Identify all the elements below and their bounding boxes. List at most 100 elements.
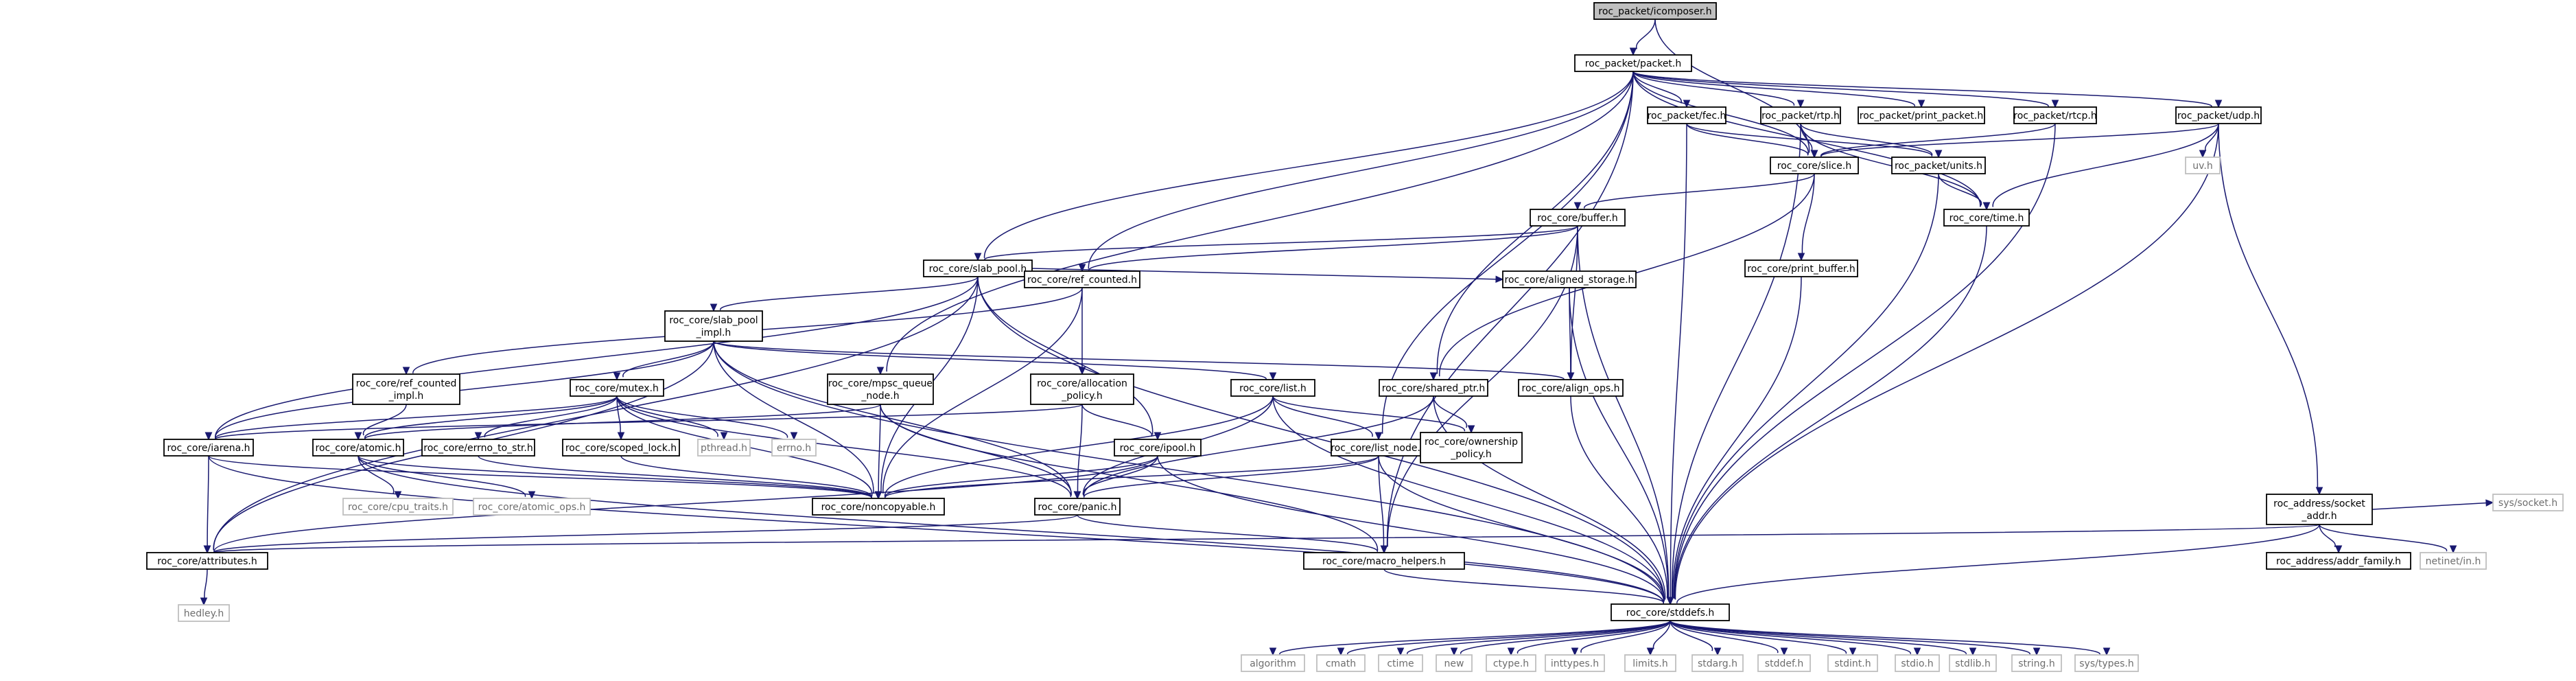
node-list-node[interactable]: roc_core/list_node.h bbox=[1331, 439, 1427, 457]
node-slab-pool-impl[interactable]: roc_core/slab_pool_impl.h bbox=[664, 310, 763, 342]
node-aligned-storage[interactable]: roc_core/aligned_storage.h bbox=[1502, 270, 1637, 288]
node-box bbox=[570, 379, 664, 397]
node-align-ops[interactable]: roc_core/align_ops.h bbox=[1518, 379, 1624, 397]
node-errno-to-str[interactable]: roc_core/errno_to_str.h bbox=[421, 439, 535, 457]
edge-socket_addr-to-addr_family bbox=[2319, 524, 2336, 548]
node-socket-addr[interactable]: roc_address/socket_addr.h bbox=[2266, 494, 2373, 525]
node-packet[interactable]: roc_packet/packet.h bbox=[1574, 54, 1692, 72]
node-time[interactable]: roc_core/time.h bbox=[1943, 209, 2030, 227]
arrowhead-mutex-to-errno bbox=[790, 432, 798, 441]
arrowhead-atomic-to-cpu_traits bbox=[394, 491, 402, 500]
node-atomic-ops: roc_core/atomic_ops.h bbox=[473, 498, 591, 516]
edge-slab_pool_impl-to-panic bbox=[713, 340, 1072, 496]
arrowhead-mutex-to-pthread bbox=[720, 432, 728, 441]
node-stdarg: stdarg.h bbox=[1691, 654, 1744, 672]
node-mutex[interactable]: roc_core/mutex.h bbox=[570, 379, 664, 397]
node-box bbox=[1114, 439, 1202, 457]
node-cmath: cmath bbox=[1316, 654, 1366, 672]
arrowhead-stddefs-to-stdarg bbox=[1713, 647, 1722, 656]
node-slice[interactable]: roc_core/slice.h bbox=[1770, 157, 1859, 174]
node-atomic[interactable]: roc_core/atomic.h bbox=[312, 439, 404, 457]
node-label: roc_core/print_buffer.h bbox=[1747, 264, 1855, 275]
edge-slab_pool_impl-to-mutex bbox=[622, 340, 714, 378]
edge-align_ops-to-stddefs bbox=[1570, 395, 1668, 599]
arrowhead-list_node-to-noncopyable bbox=[874, 491, 882, 500]
edge-stddefs-to-stddef bbox=[1670, 620, 1779, 654]
node-sys-socket: sys/socket.h bbox=[2492, 494, 2564, 511]
edge-packet-to-slab_pool bbox=[983, 71, 1634, 259]
node-label: roc_address/socket bbox=[2273, 498, 2365, 509]
edge-stddefs-to-inttypes bbox=[1580, 620, 1671, 653]
node-ctype: ctype.h bbox=[1486, 654, 1536, 672]
node-buffer[interactable]: roc_core/buffer.h bbox=[1530, 209, 1626, 227]
node-fec[interactable]: roc_packet/fec.h bbox=[1647, 106, 1726, 124]
node-macro-helpers[interactable]: roc_core/macro_helpers.h bbox=[1303, 552, 1465, 570]
edge-packet-to-fec bbox=[1632, 71, 1682, 104]
edge-macro_helpers-to-stddefs bbox=[1383, 568, 1664, 604]
node-addr-family[interactable]: roc_address/addr_family.h bbox=[2266, 552, 2411, 570]
arrowhead-slab_pool_impl-to-mutex bbox=[613, 372, 621, 381]
node-box bbox=[827, 373, 934, 405]
arrowhead-packet-to-mpsc_queue_node bbox=[876, 367, 885, 376]
node-list[interactable]: roc_core/list.h bbox=[1230, 379, 1315, 397]
node-ref-counted[interactable]: roc_core/ref_counted.h bbox=[1024, 270, 1140, 288]
node-ownership-policy[interactable]: roc_core/ownership_policy.h bbox=[1420, 432, 1523, 463]
node-rtcp[interactable]: roc_packet/rtcp.h bbox=[2013, 106, 2097, 124]
node-scoped-lock[interactable]: roc_core/scoped_lock.h bbox=[562, 439, 680, 457]
node-label: roc_core/slice.h bbox=[1777, 161, 1851, 172]
node-ipool[interactable]: roc_core/ipool.h bbox=[1114, 439, 1202, 457]
edge-packet-to-udp bbox=[1632, 71, 2212, 108]
edge-udp-to-time bbox=[1992, 123, 2219, 207]
node-label: roc_address/addr_family.h bbox=[2276, 556, 2401, 567]
edge-stddefs-to-ctime bbox=[1407, 620, 1671, 655]
node-udp[interactable]: roc_packet/udp.h bbox=[2175, 106, 2262, 124]
node-stdio: stdio.h bbox=[1895, 654, 1940, 672]
edge-slab_pool-to-stddefs bbox=[977, 276, 1665, 601]
edge-composer-to-packet bbox=[1636, 19, 1656, 49]
edge-panic-to-macro_helpers bbox=[1077, 514, 1378, 553]
edge-packet-to-rtp bbox=[1632, 71, 1794, 106]
node-ref-counted-impl[interactable]: roc_core/ref_counted_impl.h bbox=[352, 373, 460, 405]
edge-stddefs-to-ctype bbox=[1517, 620, 1671, 654]
node-print-buffer[interactable]: roc_core/print_buffer.h bbox=[1744, 259, 1858, 277]
node-arena[interactable]: roc_core/iarena.h bbox=[163, 439, 254, 457]
arrowhead-packet-to-print_packet bbox=[1917, 100, 1925, 108]
node-hedley: hedley.h bbox=[178, 604, 230, 622]
arrowhead-units-to-time bbox=[1982, 202, 1991, 211]
node-slab-pool[interactable]: roc_core/slab_pool.h bbox=[923, 259, 1033, 277]
node-rtp[interactable]: roc_packet/rtp.h bbox=[1760, 106, 1841, 124]
node-box bbox=[2074, 654, 2139, 672]
edge-udp-to-socket_addr bbox=[2218, 123, 2319, 488]
node-mpsc-queue-node[interactable]: roc_core/mpsc_queue_node.h bbox=[827, 373, 934, 405]
node-attributes[interactable]: roc_core/attributes.h bbox=[146, 552, 268, 570]
node-shared-ptr[interactable]: roc_core/shared_ptr.h bbox=[1379, 379, 1488, 397]
node-label: uv.h bbox=[2192, 161, 2212, 172]
node-panic[interactable]: roc_core/panic.h bbox=[1034, 498, 1121, 516]
node-box bbox=[342, 498, 454, 516]
edge-stddefs-to-new bbox=[1460, 620, 1671, 655]
edge-socket_addr-to-sys_socket bbox=[2372, 502, 2487, 510]
dependency-edges bbox=[200, 19, 2494, 656]
node-box bbox=[1760, 106, 1841, 124]
node-composer[interactable]: roc_packet/icomposer.h bbox=[1593, 2, 1717, 20]
node-allocation-policy[interactable]: roc_core/allocation_policy.h bbox=[1030, 373, 1134, 405]
arrowhead-stddefs-to-stddef bbox=[1780, 647, 1788, 656]
node-units[interactable]: roc_packet/units.h bbox=[1891, 157, 1986, 174]
node-box bbox=[421, 439, 535, 457]
node-print-packet[interactable]: roc_packet/print_packet.h bbox=[1858, 106, 1985, 124]
arrowhead-slice-to-buffer bbox=[1573, 202, 1582, 211]
node-label: netinet/in.h bbox=[2426, 556, 2481, 567]
node-label: roc_core/macro_helpers.h bbox=[1322, 556, 1446, 567]
node-label: _impl.h bbox=[388, 391, 424, 402]
edge-rtp-to-stddefs bbox=[1671, 123, 1801, 598]
edge-buffer-to-ref_counted bbox=[1088, 225, 1578, 271]
edge-aligned_storage-to-stddefs bbox=[1569, 287, 1669, 598]
node-label: stdlib.h bbox=[1955, 658, 1991, 669]
node-stddefs[interactable]: roc_core/stddefs.h bbox=[1611, 603, 1730, 621]
edge-socket_addr-to-stddefs bbox=[1676, 524, 2320, 603]
node-box bbox=[2185, 157, 2221, 174]
node-noncopyable[interactable]: roc_core/noncopyable.h bbox=[812, 498, 945, 516]
edge-slab_pool_impl-to-noncopyable bbox=[713, 340, 874, 494]
edge-slab_pool-to-slab_pool_impl bbox=[720, 276, 979, 311]
arrowhead-udp-to-slice bbox=[1810, 150, 1818, 159]
